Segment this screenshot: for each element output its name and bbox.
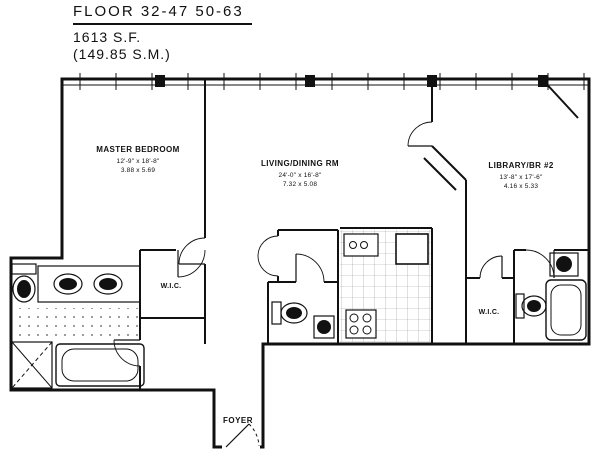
stove-burner-3 [349,325,359,335]
master-bedroom-dims-ft: 12'-9" x 18'-8" [117,158,160,165]
plan-header: FLOOR 32-47 50-63 1613 S.F. (149.85 S.M.… [73,3,252,62]
bath-tile-floor [12,308,138,338]
area-sqm: (149.85 S.M.) [73,46,171,62]
vanity-sink-1 [53,273,83,295]
library-br2-dims-m: 4.16 x 5.33 [504,183,539,190]
foyer-label: FOYER [223,416,253,425]
master-bathroom [11,263,145,389]
bathtub [55,343,145,387]
interior-wall-lines [139,78,589,390]
stove-burner-4 [362,325,372,335]
living-dining-label: LIVING/DINING RM [261,159,339,168]
wic-master-label: W.I.C. [161,283,182,290]
powder-toilet-seat [286,307,302,319]
master-bedroom-label: MASTER BEDROOM [96,145,179,154]
stove [345,309,377,339]
stove-burner-1 [349,313,359,323]
vanity-sink-2-basin [99,278,117,290]
library-br2-dims-ft: 13'-8" x 17'-6" [500,174,543,181]
kitchen-sink-basin-1 [349,241,357,249]
vanity-sink-2 [93,273,123,295]
entry-door-opening [222,443,260,451]
powder-sink-basin [317,320,331,334]
exterior-outline [9,77,591,449]
entry-door-leaf [225,423,250,448]
bath2-tub-basin [550,284,582,336]
vanity-sink-1-basin [59,278,77,290]
kitchen [340,230,432,342]
living-dining-dims-m: 7.32 x 5.08 [283,181,318,188]
entry-door-swing-dashed [248,423,260,447]
second-bathroom [515,252,587,341]
interior-walls [139,78,589,390]
bath2-sink-basin [556,256,572,272]
bath2-tub [545,279,587,341]
kitchen-sink-basin-2 [360,241,368,249]
door-leaves [114,145,555,341]
bathtub-basin [61,348,139,382]
master-bedroom-dims-m: 3.88 x 5.69 [121,167,156,174]
powder-room [271,301,335,339]
vanity-counter [37,265,141,303]
area-sqft: 1613 S.F. [73,29,142,45]
library-br2-label: LIBRARY/BR #2 [488,161,554,170]
floor-label: FLOOR 32-47 50-63 [73,3,252,25]
bath2-toilet-seat [527,300,541,312]
powder-toilet-tank [271,301,282,325]
bath2-toilet-tank [515,293,525,319]
bath2-toilet-bowl [521,295,547,317]
toilet-tank [11,263,37,275]
exterior-walls [9,77,591,449]
stove-burner-2 [362,313,372,323]
refrigerator [395,233,429,265]
shower-door-dashed [11,341,53,389]
toilet-bowl [12,275,36,303]
powder-toilet-bowl [280,302,308,324]
wic-library-label: W.I.C. [479,309,500,316]
column-1 [155,75,165,87]
doors [113,121,555,451]
living-dining-dims-ft: 24'-0" x 16'-8" [279,172,322,179]
room-labels: MASTER BEDROOM 12'-9" x 18'-8" 3.88 x 5.… [96,145,554,425]
door-swing-arcs [113,121,555,367]
toilet-seat [17,280,31,298]
column-2 [305,75,315,87]
